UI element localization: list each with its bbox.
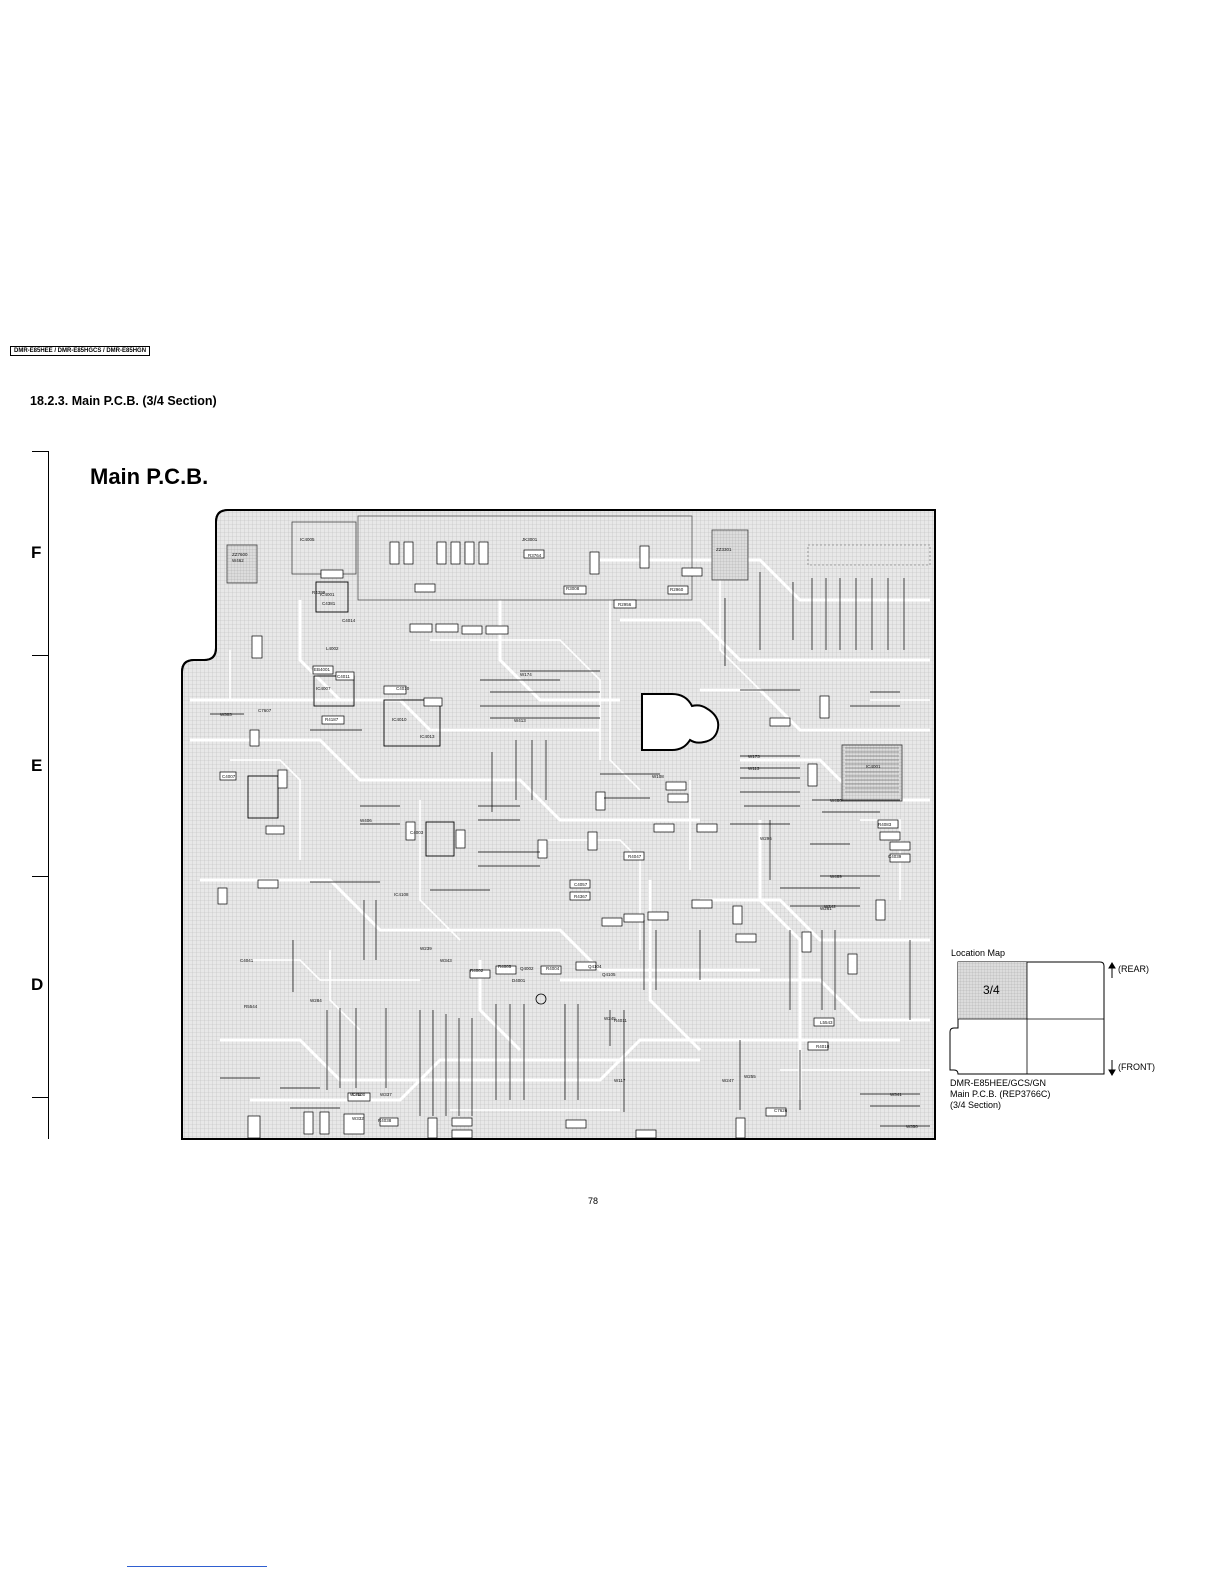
component-ref-label: C4057 (574, 882, 588, 887)
component-ref-label: W350 (906, 1124, 918, 1129)
section-title: 18.2.3. Main P.C.B. (3/4 Section) (30, 394, 217, 408)
component-ref-label: IC4010 (392, 717, 407, 722)
location-map (949, 961, 1116, 1076)
component-ref-label: C7607 (258, 708, 272, 713)
component-ref-label: ZZ3301 (716, 547, 732, 552)
mounting-hole (641, 693, 720, 751)
component-ref-label: W303 (220, 712, 232, 717)
component-ref-label: W480 (830, 798, 842, 803)
component-ref-label: ZZ7600 (232, 552, 248, 557)
component-ref-label: R3764 (528, 553, 542, 558)
component-ref-label: R4367 (574, 894, 588, 899)
component-ref-label: W247 (722, 1078, 734, 1083)
component-ref-label: W113 (748, 766, 760, 771)
component-ref-label: W296 (760, 836, 772, 841)
component-ref-label: C4011 (337, 674, 350, 679)
component-ref-label: Q4104 (588, 964, 602, 969)
location-map-caption-line: DMR-E85HEE/GCS/GN (950, 1078, 1047, 1088)
component-ref-label: C4007 (222, 774, 236, 779)
component-ref-label: L5543 (820, 1020, 833, 1025)
component-ref-label: W174 (520, 672, 532, 677)
model-header: DMR-E85HEE / DMR-E85HGCS / DMR-E85HGN (10, 346, 151, 356)
component-ref-label: R4010 (816, 1044, 830, 1049)
component-ref-label: W173 (748, 754, 760, 759)
component-ref-label: C4041 (240, 958, 254, 963)
component-ref-label: C4014 (342, 618, 356, 623)
component-ref-label: Q4002 (520, 966, 534, 971)
component-ref-label: C4039 (888, 854, 902, 859)
component-ref-label: C4381 (322, 601, 336, 606)
zone-label-e: E (31, 756, 43, 775)
component-ref-label: R4187 (325, 717, 339, 722)
component-ref-label: R4002 (470, 968, 484, 973)
rear-label: (REAR) (1118, 964, 1149, 974)
component-ref-label: W413 (514, 718, 526, 723)
component-ref-label: W332 (352, 1116, 364, 1121)
component-ref-label: W343 (440, 958, 452, 963)
component-ref-label: W406 (360, 818, 372, 823)
component-ref-label: W284 (310, 998, 322, 1003)
component-ref-label: R4004 (546, 966, 560, 971)
component-ref-label: W261 (820, 906, 832, 911)
zone-tick (32, 451, 49, 452)
component-ref-label: R2956 (618, 602, 632, 607)
component-ref-label: W462 (232, 558, 244, 563)
component-ref-label: W489 (830, 874, 842, 879)
component-ref-label: W341 (890, 1092, 902, 1097)
component-ref-label: R5544 (244, 1004, 258, 1009)
page-number: 78 (588, 1196, 599, 1206)
component-ref-label: C7626 (774, 1108, 788, 1113)
component-ref-label: R4399 (312, 590, 326, 595)
component-ref-label: IC4007 (316, 686, 331, 691)
component-ref-label: IC4013 (420, 734, 435, 739)
component-ref-label: W255 (744, 1074, 756, 1079)
footer-link-line[interactable] (127, 1566, 267, 1567)
location-map-caption-line: (3/4 Section) (950, 1100, 1002, 1110)
component-ref-label: C4003 (410, 830, 424, 835)
zone-tick (32, 1097, 49, 1098)
zone-label-d: D (31, 975, 44, 994)
component-ref-label: W242 (824, 904, 836, 909)
component-ref-label: C7500 (352, 1092, 366, 1097)
component-ref-label: D4001 (512, 978, 526, 983)
component-ref-label: L4002 (326, 646, 339, 651)
front-label: (FRONT) (1118, 1062, 1155, 1072)
component-ref-label: C4010 (396, 686, 410, 691)
component-ref-label: W245 (604, 1016, 616, 1021)
component-ref-label: R4083 (878, 822, 892, 827)
component-ref-label: W239 (420, 946, 432, 951)
component-ref-label: W337 (380, 1092, 392, 1097)
component-ref-label: EB4001 (314, 667, 331, 672)
zone-label-f: F (31, 543, 42, 562)
component-ref-label: W342 (350, 1092, 362, 1097)
component-ref-label: R4011 (614, 1018, 627, 1023)
zone-ruler (48, 451, 49, 1139)
component-ref-label: JK3001 (522, 537, 538, 542)
component-ref-label: Q4105 (602, 972, 616, 977)
component-ref-label: IC4001 (866, 764, 881, 769)
component-ref-label: IC4108 (394, 892, 409, 897)
diagram-title: Main P.C.B. (90, 464, 209, 489)
component-ref-label: R3008 (566, 586, 580, 591)
zone-tick (32, 876, 49, 877)
component-ref-label: W108 (652, 774, 664, 779)
component-ref-label: W117 (614, 1078, 626, 1083)
component-ref-label: IC4001 (320, 592, 335, 597)
component-ref-label: R4038 (378, 1118, 392, 1123)
component-ref-label: R2960 (670, 587, 684, 592)
component-ref-label: IC4005 (300, 537, 315, 542)
location-map-title: Location Map (951, 948, 1006, 958)
location-map-caption-line: Main P.C.B. (REP3766C) (950, 1089, 1051, 1099)
component-ref-label: R4047 (628, 854, 642, 859)
zone-tick (32, 655, 49, 656)
location-map-section: 3/4 (983, 983, 1000, 997)
component-ref-label: R4005 (498, 964, 512, 969)
